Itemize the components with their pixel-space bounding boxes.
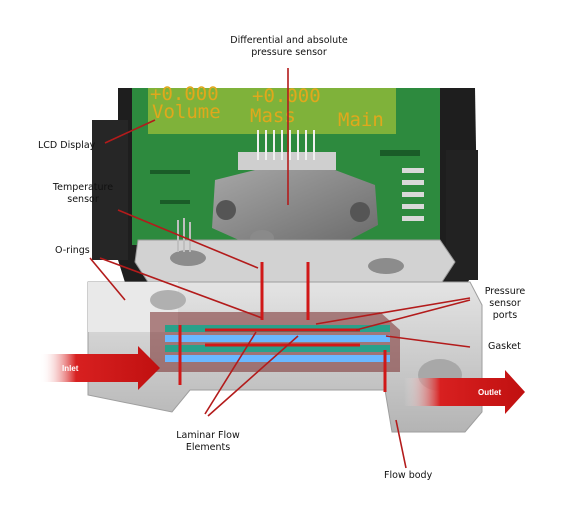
leader-flow-body bbox=[395, 419, 407, 469]
lcd-mass: Mass bbox=[250, 105, 296, 127]
leader-gasket bbox=[385, 335, 471, 348]
label-ports-line3: ports bbox=[492, 310, 518, 321]
leader-lines bbox=[89, 68, 471, 469]
label-ports-line2: sensor bbox=[489, 298, 521, 309]
lcd-top-left: +0.000 bbox=[150, 83, 219, 105]
flow-path bbox=[178, 262, 387, 392]
leader-laminar-2 bbox=[207, 335, 299, 417]
temperature-sensor-pins bbox=[177, 218, 191, 252]
outlet-label: Outlet bbox=[478, 388, 501, 397]
label-ports-line1: Pressure bbox=[484, 286, 526, 297]
label-gasket: Gasket bbox=[488, 341, 521, 352]
label-pressure-sensor: Differential and absolute pressure senso… bbox=[224, 35, 354, 59]
label-laminar-line2: Elements bbox=[185, 442, 231, 453]
label-temperature-line2: sensor bbox=[67, 194, 99, 205]
label-laminar-line1: Laminar Flow bbox=[176, 430, 240, 441]
lcd-display bbox=[148, 88, 396, 134]
label-lcd-display: LCD Display bbox=[38, 140, 96, 151]
label-pressure-sensor-line2: pressure sensor bbox=[251, 47, 327, 58]
pressure-sensor-body bbox=[212, 170, 378, 246]
leader-oring-1 bbox=[89, 257, 126, 301]
inlet-label: Inlet bbox=[62, 364, 79, 373]
lcd-volume: Volume bbox=[152, 101, 221, 123]
leader-oring-2 bbox=[99, 257, 263, 319]
leader-laminar-1 bbox=[204, 331, 257, 415]
label-o-rings: O-rings bbox=[55, 245, 90, 256]
label-laminar-flow: Laminar Flow Elements bbox=[163, 430, 253, 454]
lcd-main: Main bbox=[338, 109, 384, 131]
label-temperature-sensor: Temperature sensor bbox=[43, 182, 123, 206]
lcd-text: +0.000 +0.000 Volume Mass Main bbox=[150, 83, 384, 131]
mounting-plate bbox=[134, 239, 456, 286]
label-pressure-sensor-line1: Differential and absolute bbox=[230, 35, 348, 46]
label-pressure-ports: Pressure sensor ports bbox=[476, 286, 534, 322]
label-flow-body: Flow body bbox=[384, 470, 433, 481]
outlet-arrow: Outlet bbox=[404, 370, 525, 414]
leader-lcd bbox=[104, 119, 156, 144]
leader-ports-2 bbox=[355, 299, 471, 331]
lcd-top-mid: +0.000 bbox=[252, 85, 321, 107]
leader-ports-1 bbox=[315, 297, 471, 325]
label-temperature-line1: Temperature bbox=[52, 182, 114, 193]
inlet-arrow: Inlet bbox=[40, 346, 160, 390]
leader-temperature bbox=[117, 209, 259, 269]
